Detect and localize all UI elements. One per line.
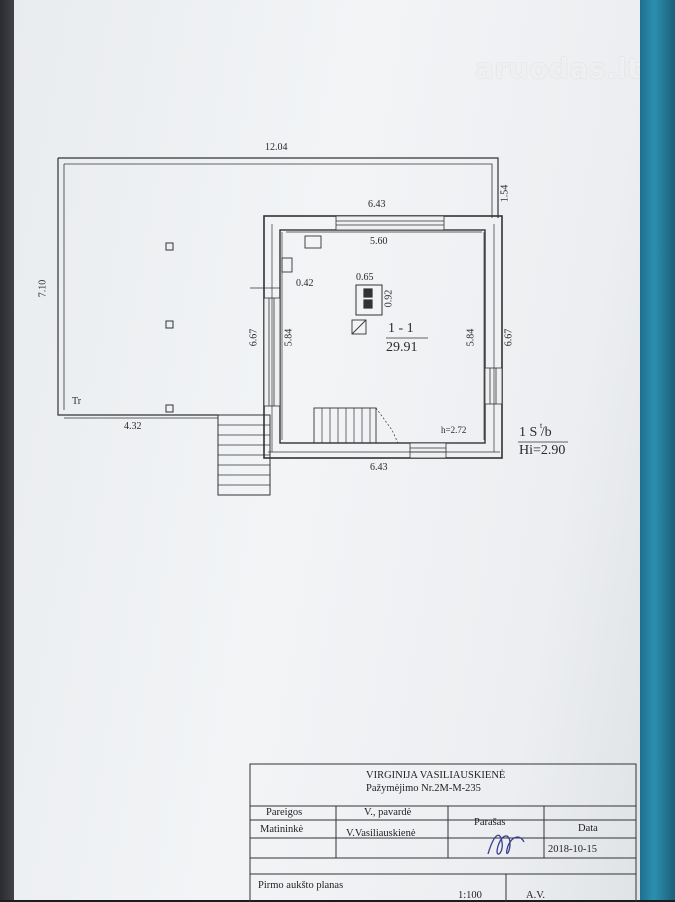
room-label: 1 - 1 — [388, 321, 414, 336]
header-date: Data — [578, 823, 598, 834]
dim-left-height: 7.10 — [37, 279, 49, 298]
terrace-top-inner — [64, 163, 493, 218]
level-mark: t — [540, 421, 543, 430]
terrace-outline — [57, 158, 218, 416]
dim-chimney-w: 0.65 — [356, 272, 374, 283]
dim-right-outer: 6.67 — [503, 328, 515, 347]
terrace-label: Tr — [72, 396, 82, 407]
plan-name: Pirmo aukšto planas — [258, 880, 344, 891]
header-position: Pareigos — [266, 807, 303, 818]
header-signature: Parašas — [474, 817, 506, 828]
sink-symbol — [304, 235, 322, 249]
document-sheet — [14, 0, 650, 900]
terrace-top — [58, 157, 499, 218]
dim-wall-thickness: 0.42 — [296, 278, 314, 289]
background-right — [640, 0, 675, 900]
stair-height: h=2.72 — [441, 425, 467, 435]
company-name: VIRGINIJA VASILIAUSKIENĖ — [366, 770, 506, 781]
aruodas-watermark: aruodas.lt — [475, 52, 642, 85]
level-height: Hi=2.90 — [519, 443, 566, 458]
window-top — [335, 215, 445, 231]
position-value: Matininkė — [260, 824, 304, 835]
scale-value: 1:100 — [458, 890, 482, 901]
post-2 — [165, 320, 174, 329]
post-3 — [165, 404, 174, 413]
date-value: 2018-10-15 — [548, 844, 597, 855]
stove-symbol — [351, 319, 367, 335]
dim-room-top-inner: 5.60 — [370, 236, 388, 247]
header-name: V., pavardė — [364, 807, 412, 818]
signature-scribble — [487, 834, 525, 855]
dim-right-inner: 5.84 — [465, 328, 477, 347]
room-area: 29.91 — [386, 340, 418, 355]
door-bottom — [409, 442, 447, 459]
dim-room-top-outer: 6.43 — [368, 199, 386, 210]
room-inner-wall — [279, 229, 486, 444]
dim-terrace-bottom: 4.32 — [124, 421, 142, 432]
sheet-code: A.V. — [526, 890, 546, 901]
dim-left-outer: 6.67 — [248, 328, 260, 347]
certificate-number: Pažymėjimo Nr.2M-M-235 — [366, 783, 481, 794]
dim-chimney-h: 0.92 — [383, 289, 395, 308]
dim-top-outer: 12.04 — [265, 142, 288, 153]
level-label: 1 S /b — [519, 425, 552, 440]
post-1 — [165, 242, 174, 251]
dim-left-inner: 5.84 — [283, 328, 295, 347]
title-block: VIRGINIJA VASILIAUSKIENĖ Pažymėjimo Nr.2… — [248, 762, 638, 902]
cabinet-symbol — [281, 257, 293, 273]
dim-room-bottom: 6.43 — [370, 462, 388, 473]
dim-right-upper: 1.54 — [499, 184, 511, 203]
chimney — [355, 284, 383, 316]
window-right — [484, 367, 503, 405]
name-value: V.Vasiliauskienė — [346, 828, 416, 839]
interior-stairs — [313, 407, 377, 444]
